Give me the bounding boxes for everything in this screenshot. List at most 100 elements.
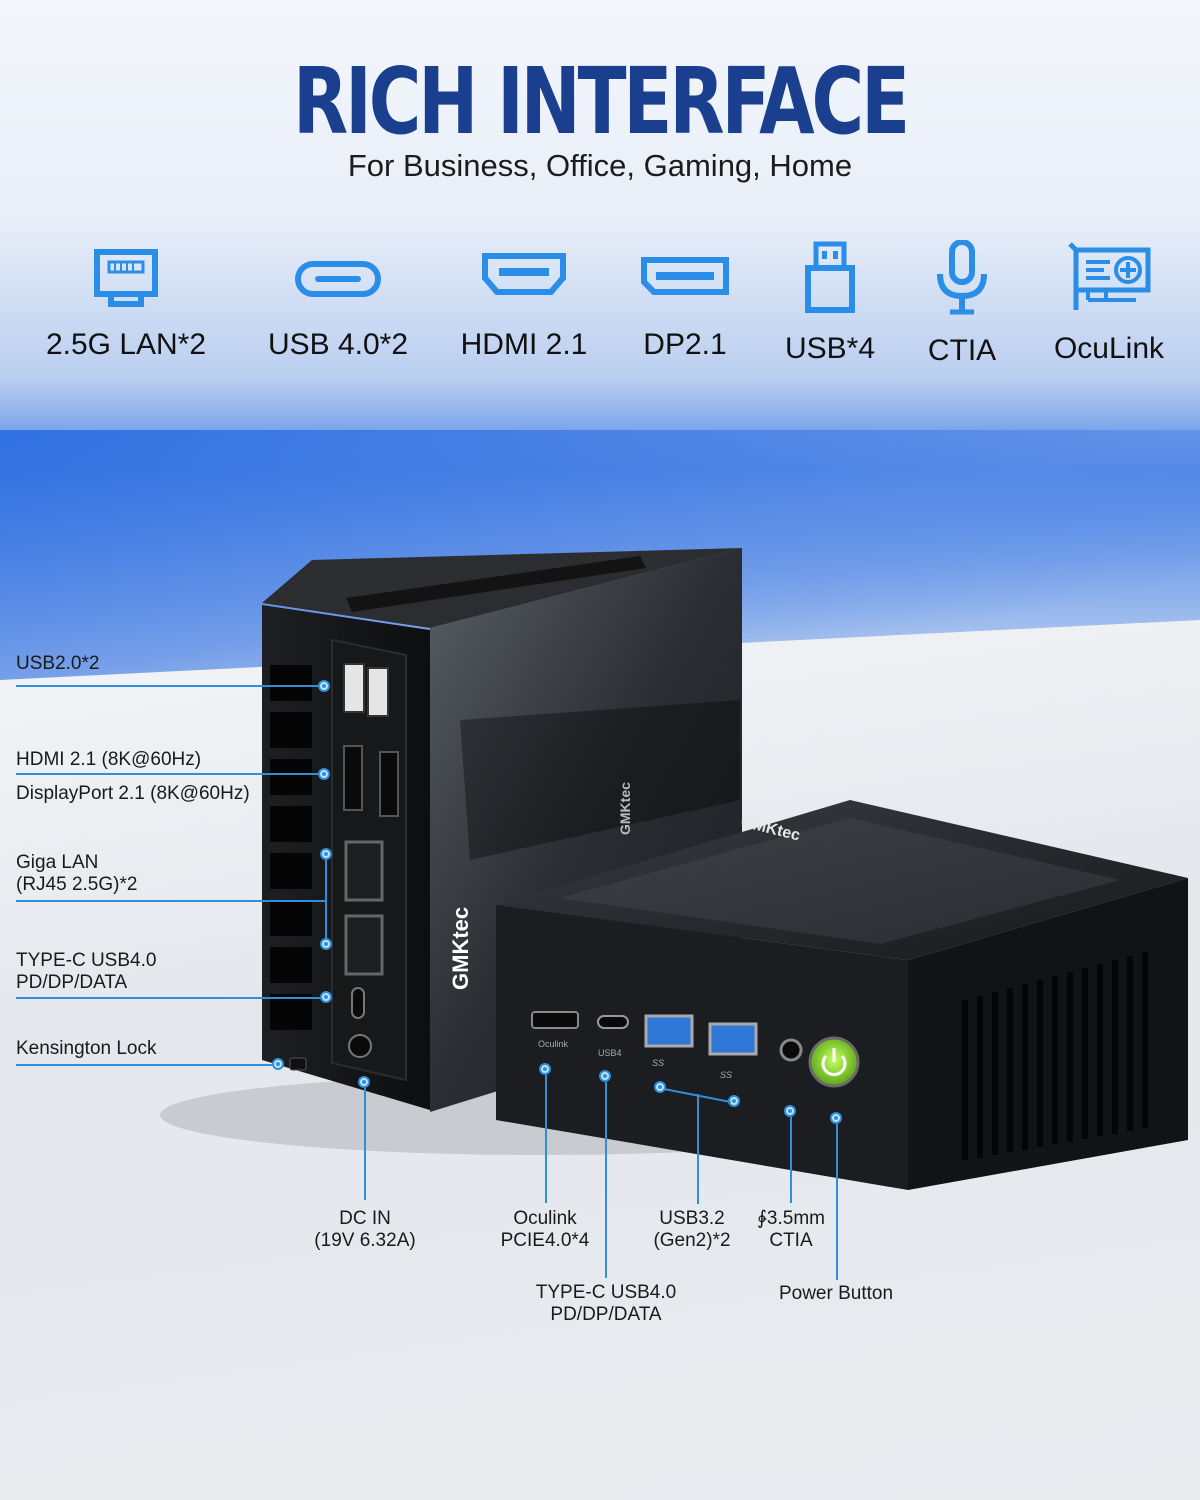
audio-jack: [779, 1038, 803, 1062]
callout-dot-lan: [320, 938, 332, 950]
callout-usb32-line2: (Gen2)*2: [653, 1230, 731, 1251]
callout-dot-hdmi: [318, 768, 330, 780]
usb2-port: [343, 663, 365, 713]
callout-typec-left-line1: TYPE-C USB4.0: [16, 950, 157, 971]
callout-dot-usb2: [318, 680, 330, 692]
callout-line-ctia: [790, 1117, 792, 1203]
port-label-ss2: SS: [720, 1070, 732, 1080]
callout-lan-line1: Giga LAN: [16, 852, 99, 873]
displayport-icon: [641, 257, 729, 295]
callout-line-dcin: [364, 1088, 366, 1200]
horizontal-unit-top: [496, 800, 1188, 960]
pcie-card-icon: [1068, 242, 1151, 310]
callout-dot-lan: [320, 848, 332, 860]
callout-hdmi: HDMI 2.1 (8K@60Hz): [16, 749, 202, 770]
callout-line-oculink: [545, 1075, 547, 1203]
feature-lan: 2.5G LAN*2: [36, 240, 216, 362]
callout-usb32: USB3.2 (Gen2)*2: [630, 1208, 754, 1252]
callout-power: Power Button: [778, 1283, 894, 1304]
lan-port: [344, 840, 384, 902]
callout-line-hdmi: [16, 773, 322, 775]
usb-c-port-icon: [295, 261, 381, 297]
ethernet-port-icon: [94, 249, 158, 307]
feature-dp: DP2.1: [610, 240, 760, 362]
callout-line-lan: [16, 900, 326, 902]
displayport-port: [379, 751, 399, 817]
lan-port: [344, 914, 384, 976]
oculink-port: [531, 1011, 579, 1029]
callout-ctia-line1: ∳3.5mm: [757, 1208, 825, 1229]
usb4-front-port: [597, 1015, 629, 1029]
callout-usb32-line1: USB3.2: [659, 1208, 725, 1229]
usb2-port: [367, 667, 389, 717]
page-title: RICH INTERFACE: [293, 48, 910, 155]
callout-dot-ctia: [784, 1105, 796, 1117]
feature-usb4: USB 4.0*2: [248, 240, 428, 362]
callout-dcin-line2: (19V 6.32A): [314, 1230, 416, 1251]
usb4-port: [351, 987, 365, 1019]
port-label-oculink: Oculink: [538, 1039, 569, 1049]
feature-label: USB*4: [784, 332, 876, 365]
page-subtitle: For Business, Office, Gaming, Home: [347, 148, 853, 183]
callout-dot-kensington: [272, 1058, 284, 1070]
usb32-port: [644, 1014, 694, 1048]
callout-oculink-line2: PCIE4.0*4: [500, 1230, 590, 1251]
callout-displayport: DisplayPort 2.1 (8K@60Hz): [16, 783, 250, 804]
feature-label: DP2.1: [643, 328, 727, 361]
callout-bracket-lan: [325, 855, 327, 945]
callout-line-typec-bottom: [605, 1082, 607, 1278]
callout-line-usb2: [16, 685, 322, 687]
callout-typec-bottom-line1: TYPE-C USB4.0: [535, 1282, 677, 1303]
horizontal-unit-front: [496, 905, 908, 1190]
hdmi-port-icon: [482, 253, 566, 295]
usb32-port: [708, 1022, 758, 1056]
usb-a-port-icon: [805, 241, 855, 313]
callout-dcin-line1: DC IN: [339, 1208, 391, 1229]
feature-hdmi: HDMI 2.1: [444, 240, 604, 362]
callout-kensington: Kensington Lock: [16, 1038, 157, 1059]
feature-oculink: OcuLink: [1034, 240, 1184, 366]
callout-line-kensington: [16, 1064, 274, 1066]
feature-label: OcuLink: [1053, 332, 1165, 365]
microphone-icon: [937, 240, 987, 315]
callout-dot-oculink: [539, 1063, 551, 1075]
top-vent: [346, 556, 646, 612]
callout-usb2: USB2.0*2: [16, 653, 100, 674]
port-label-ss1: SS: [652, 1058, 664, 1068]
feature-label: USB 4.0*2: [267, 328, 409, 361]
callout-dot-power: [830, 1112, 842, 1124]
glass-reflection: [460, 700, 740, 860]
callout-line-power: [836, 1124, 838, 1280]
port-label-usb4: USB4: [598, 1048, 622, 1058]
kensington-slot: [289, 1057, 307, 1071]
power-symbol-icon: [821, 1054, 847, 1076]
feature-label: HDMI 2.1: [460, 328, 588, 361]
callout-typec-bottom: TYPE-C USB4.0 PD/DP/DATA: [520, 1282, 692, 1326]
callout-typec-left-line2: PD/DP/DATA: [16, 972, 128, 993]
callout-line-typec-left: [16, 997, 322, 999]
hdmi-port: [343, 745, 363, 811]
callout-typec-bottom-line2: PD/DP/DATA: [550, 1304, 662, 1325]
callout-oculink: Oculink PCIE4.0*4: [470, 1208, 620, 1252]
callout-lan-line2: (RJ45 2.5G)*2: [16, 874, 138, 895]
callout-ctia: ∳3.5mm CTIA: [735, 1208, 847, 1252]
callout-dot-usb32: [654, 1081, 666, 1093]
brand-logo-vertical: GMKtec: [448, 907, 473, 990]
brand-logo-vertical-glass: GMKtec: [617, 782, 633, 835]
feature-ctia: CTIA: [902, 240, 1022, 368]
side-vents-horizontal: [962, 952, 1148, 1160]
callout-dcin: DC IN (19V 6.32A): [290, 1208, 440, 1252]
callout-dot-typec-left: [320, 991, 332, 1003]
feature-usb: USB*4: [760, 240, 900, 366]
feature-icon-row: 2.5G LAN*2 USB 4.0*2 HDMI 2.1 DP2.1 USB*…: [0, 240, 1200, 380]
callout-oculink-line1: Oculink: [513, 1208, 577, 1229]
callout-dot-dcin: [358, 1076, 370, 1088]
callout-dot-typec-bottom: [599, 1070, 611, 1082]
callout-ctia-line2: CTIA: [769, 1230, 813, 1251]
feature-label: CTIA: [927, 334, 997, 367]
callout-line-usb32: [697, 1094, 699, 1204]
dc-in-port: [348, 1034, 372, 1058]
side-vent-slots: [270, 665, 312, 1030]
feature-label: 2.5G LAN*2: [45, 328, 207, 361]
